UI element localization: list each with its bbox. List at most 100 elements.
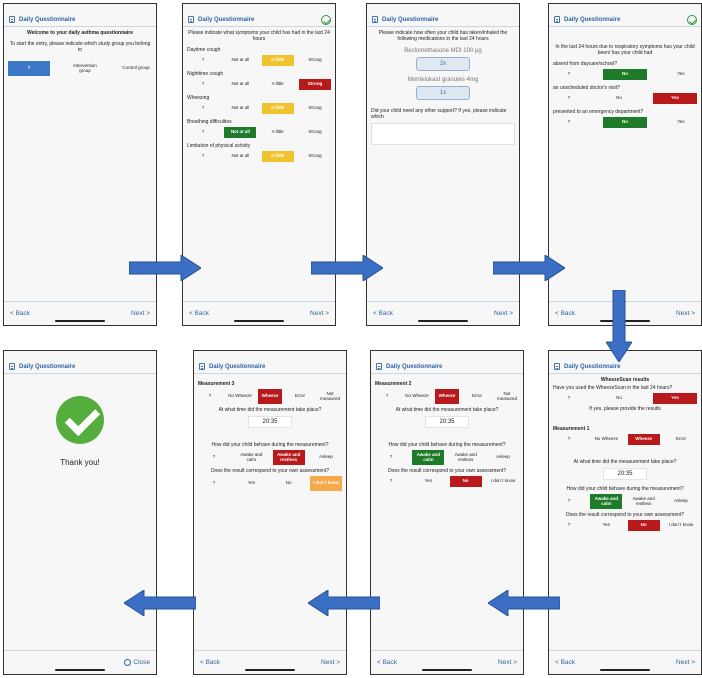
option-no-wheeze[interactable]: No Wheeze <box>594 436 619 442</box>
option-a-little[interactable]: A little <box>271 81 284 87</box>
option-unknown[interactable]: ? <box>385 393 389 399</box>
option-no-wheeze[interactable]: No Wheeze <box>405 393 429 399</box>
time-input[interactable]: 20:35 <box>248 416 292 428</box>
time-input[interactable]: 20:35 <box>603 468 647 480</box>
option-control[interactable]: Control group <box>122 65 150 71</box>
option-unknown[interactable]: ? <box>212 454 216 460</box>
next-button[interactable]: Next > <box>494 310 513 317</box>
option-error[interactable]: Error <box>295 393 305 399</box>
option-no[interactable]: No <box>285 480 292 486</box>
option-wheeze[interactable]: Wheeze <box>258 389 282 404</box>
back-button[interactable]: < Back <box>373 310 394 317</box>
option-yes[interactable]: Yes <box>653 393 697 404</box>
option-dont-know[interactable]: I don´t know <box>668 522 694 528</box>
page-title: Daily Questionnaire <box>564 363 621 370</box>
measurement-label: Measurement 2 <box>375 381 412 387</box>
medications-intro: Please indicate how often your child has… <box>378 30 508 42</box>
option-no-wheeze[interactable]: No Wheeze <box>228 393 252 399</box>
back-button[interactable]: < Back <box>10 310 31 317</box>
back-button[interactable]: < Back <box>555 659 576 666</box>
option-no[interactable]: No <box>449 476 482 487</box>
option-not-measured[interactable]: Not measured <box>496 390 517 401</box>
option-yes[interactable]: Yes <box>424 478 432 484</box>
option-awake-calm[interactable]: Awake and calm <box>412 450 445 465</box>
next-button[interactable]: Next > <box>676 310 695 317</box>
option-unknown[interactable]: ? <box>567 498 571 504</box>
option-unknown[interactable]: ? <box>567 95 571 101</box>
next-button[interactable]: Next > <box>498 659 517 666</box>
option-unknown[interactable]: ? <box>567 71 571 77</box>
option-asleep[interactable]: Asleep <box>674 498 688 504</box>
option-no[interactable]: No <box>616 395 622 401</box>
option-unknown[interactable]: ? <box>8 61 50 76</box>
option-a-little[interactable]: A little <box>271 129 284 135</box>
option-unknown[interactable]: ? <box>567 119 571 125</box>
back-button[interactable]: < Back <box>377 659 398 666</box>
option-awake-restless[interactable]: Awake and restless <box>454 451 477 462</box>
option-unknown[interactable]: ? <box>201 105 205 111</box>
status-bar <box>194 351 346 360</box>
option-strong[interactable]: Strong <box>308 129 322 135</box>
option-strong[interactable]: Strong <box>308 57 322 63</box>
option-asleep[interactable]: Asleep <box>319 454 333 460</box>
support-text-input[interactable] <box>371 123 515 145</box>
back-button[interactable]: < Back <box>555 310 576 317</box>
option-unknown[interactable]: ? <box>201 57 205 63</box>
option-unknown[interactable]: ? <box>389 478 393 484</box>
option-intervention[interactable]: Intervention group <box>73 62 97 73</box>
option-error[interactable]: Error <box>472 393 482 399</box>
medication-2-count[interactable]: 1x <box>416 86 470 100</box>
option-not-measured[interactable]: Not measured <box>319 390 340 401</box>
option-a-little[interactable]: A little <box>261 103 294 114</box>
back-button[interactable]: < Back <box>200 659 221 666</box>
option-dont-know[interactable]: I don´t know <box>309 476 342 491</box>
option-awake-restless[interactable]: Awake and restless <box>272 450 305 465</box>
option-not-at-all[interactable]: Not at all <box>224 127 257 138</box>
option-no[interactable]: No <box>603 117 647 128</box>
next-button[interactable]: Next > <box>310 310 329 317</box>
option-unknown[interactable]: ? <box>208 393 212 399</box>
option-no[interactable]: No <box>627 520 660 531</box>
time-input[interactable]: 20:35 <box>425 416 469 428</box>
option-asleep[interactable]: Asleep <box>496 454 510 460</box>
status-bar <box>371 351 523 360</box>
option-not-at-all[interactable]: Not at all <box>231 81 250 87</box>
option-yes[interactable]: Yes <box>677 119 685 125</box>
option-strong[interactable]: Strong <box>298 79 331 90</box>
option-not-at-all[interactable]: Not at all <box>231 105 250 111</box>
next-button[interactable]: Next > <box>131 310 150 317</box>
option-a-little[interactable]: A little <box>261 55 294 66</box>
option-wheeze[interactable]: Wheeze <box>627 434 660 445</box>
option-unknown[interactable]: ? <box>201 153 205 159</box>
close-icon[interactable] <box>124 659 132 666</box>
option-unknown[interactable]: ? <box>567 436 571 442</box>
option-no[interactable]: No <box>616 95 622 101</box>
option-not-at-all[interactable]: Not at all <box>231 57 250 63</box>
option-a-little[interactable]: A little <box>261 151 294 162</box>
next-button[interactable]: Next > <box>676 659 695 666</box>
option-yes[interactable]: Yes <box>653 93 697 104</box>
option-unknown[interactable]: ? <box>567 522 571 528</box>
option-unknown[interactable]: ? <box>201 81 205 87</box>
back-button[interactable]: < Back <box>189 310 210 317</box>
option-awake-calm[interactable]: Awake and calm <box>240 451 263 462</box>
close-button[interactable]: Close <box>133 659 150 666</box>
option-unknown[interactable]: ? <box>212 480 216 486</box>
option-dont-know[interactable]: I don´t know <box>490 478 516 484</box>
option-strong[interactable]: Strong <box>308 105 322 111</box>
option-unknown[interactable]: ? <box>567 395 571 401</box>
option-yes[interactable]: Yes <box>247 480 255 486</box>
option-yes[interactable]: Yes <box>602 522 610 528</box>
medication-1-count[interactable]: 2x <box>416 57 470 71</box>
option-error[interactable]: Error <box>675 436 686 442</box>
option-not-at-all[interactable]: Not at all <box>231 153 250 159</box>
option-awake-restless[interactable]: Awake and restless <box>632 495 655 506</box>
option-no[interactable]: No <box>603 69 647 80</box>
option-yes[interactable]: Yes <box>677 71 685 77</box>
next-button[interactable]: Next > <box>321 659 340 666</box>
option-strong[interactable]: Strong <box>308 153 322 159</box>
option-wheeze[interactable]: Wheeze <box>435 389 459 404</box>
option-awake-calm[interactable]: Awake and calm <box>590 494 623 509</box>
option-unknown[interactable]: ? <box>201 129 205 135</box>
option-unknown[interactable]: ? <box>389 454 393 460</box>
